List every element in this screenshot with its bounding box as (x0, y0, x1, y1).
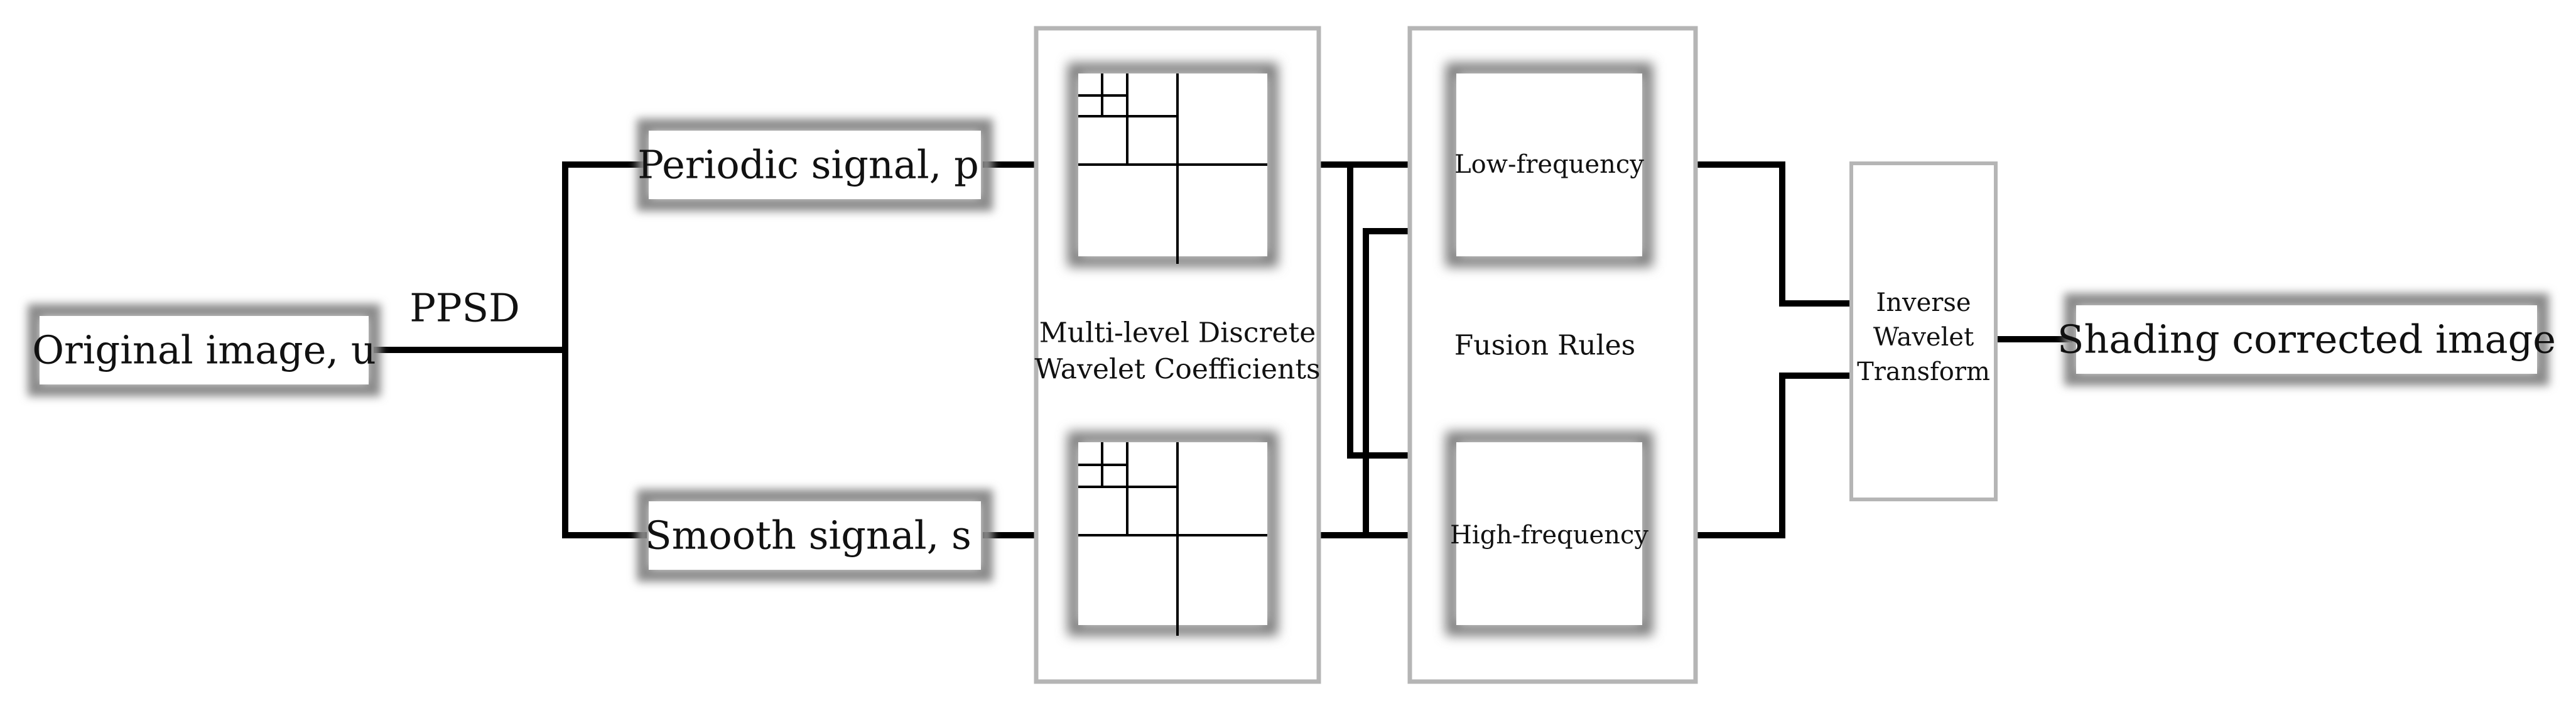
input-node: Original image, u (28, 304, 381, 396)
ppsd-label: PPSD (409, 285, 520, 331)
inverse-caption-line-3: Transform (1857, 357, 1990, 386)
periodic-label: Periodic signal, p (637, 142, 979, 188)
smooth-node: Smooth signal, s (637, 489, 993, 582)
wavelet-caption-line-2: Wavelet Coefficients (1034, 354, 1320, 386)
inverse-caption-line-2: Wavelet (1873, 323, 1974, 352)
inverse-caption-line-1: Inverse (1876, 288, 1971, 317)
wavelet-coefficients-bottom (1068, 432, 1278, 636)
fusion-container: Low-frequency High-frequency Fusion Rule… (1407, 26, 1698, 684)
wavelet-container: Multi-level Discrete Wavelet Coefficient… (1034, 26, 1321, 684)
connector-lines (374, 161, 2072, 538)
low-frequency-label: Low-frequency (1454, 150, 1644, 179)
fusion-caption: Fusion Rules (1454, 330, 1636, 362)
output-node: Shading corrected image (2057, 293, 2556, 386)
output-label: Shading corrected image (2057, 317, 2556, 362)
high-frequency-node: High-frequency (1446, 432, 1653, 636)
inverse-transform-node: Inverse Wavelet Transform (1849, 161, 1998, 501)
input-label: Original image, u (32, 327, 376, 373)
wavelet-caption-line-1: Multi-level Discrete (1039, 317, 1316, 349)
periodic-node: Periodic signal, p (637, 119, 993, 211)
wavelet-coefficients-top (1068, 63, 1278, 267)
smooth-label: Smooth signal, s (645, 513, 971, 558)
low-frequency-node: Low-frequency (1446, 63, 1653, 267)
high-frequency-label: High-frequency (1450, 521, 1648, 550)
